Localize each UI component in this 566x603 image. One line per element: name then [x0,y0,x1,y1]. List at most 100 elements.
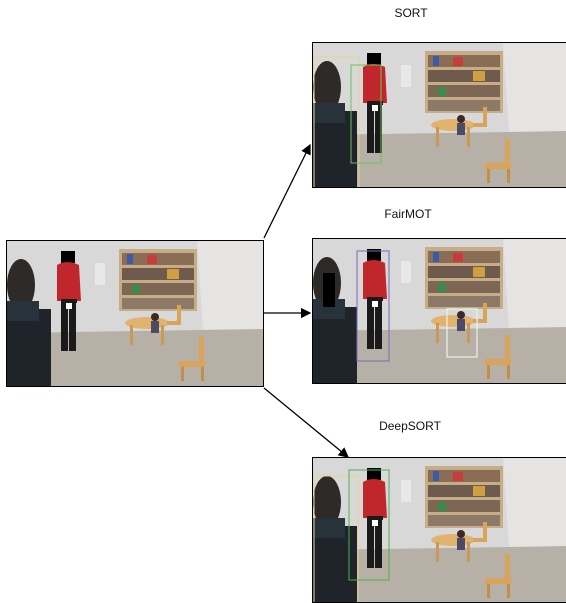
fairmot-redaction [323,273,335,307]
scene-shape [505,335,510,365]
scene-shape [453,472,463,481]
scene-shape [401,261,411,283]
scene-shape [61,251,75,263]
scene-shape [487,169,490,183]
sort-box-woman [350,64,382,164]
scene-shape [95,263,105,285]
scene-shape [313,518,345,538]
scene-shape [487,584,490,598]
scene-shape [433,471,439,481]
scene-shape [428,470,500,482]
scene-shape [483,303,487,323]
scene-shape [363,260,387,299]
scene-shape [467,127,470,147]
scene-shape [485,359,511,365]
scene-shape [179,361,205,367]
scene-shape [485,163,511,169]
scene-shape [151,313,159,321]
scene-shape [167,269,179,279]
scene-shape [507,169,510,183]
fairmot-box-woman [356,250,390,362]
scene-shape [457,123,465,135]
scene-shape [151,321,159,333]
scene-shape [313,103,345,123]
scene-shape [483,107,487,127]
scene-shape [453,253,463,262]
scene-shape [487,365,490,379]
scene-shape [367,299,374,349]
deepsort-output-frame [312,457,566,603]
scene-shape [313,299,345,319]
scene-shape [433,56,439,66]
scene-shape [505,139,510,169]
scene-shape [313,61,341,113]
scene-shape [177,305,181,325]
deepsort-box-woman [348,469,390,581]
scene-shape [363,479,387,518]
arrow-to-sort [263,143,311,239]
scene-shape [199,337,204,367]
scene-shape [313,526,357,602]
scene-shape [7,309,51,386]
scene-shape [66,303,72,309]
scene-shape [7,259,35,311]
scene-shape [457,319,465,331]
scene-shape [438,502,446,511]
scene-shape [181,367,184,381]
scene-shape [473,71,485,81]
scene-shape [473,486,485,496]
label-sort: SORT [394,6,428,20]
sort-boxes [313,56,382,187]
fairmot-scene [313,239,566,383]
room-scene-illustration [313,239,566,383]
scene-shape [428,100,500,111]
deepsort-boxes [313,469,390,602]
room-scene-illustration [313,458,566,602]
fairmot-boxes [323,250,478,362]
scene-shape [467,323,470,343]
scene-shape [473,538,485,542]
scene-shape [457,115,465,123]
sort-box-man [313,56,360,187]
scene-shape [436,323,439,343]
scene-shape [401,65,411,87]
deepsort-box-man [313,475,359,602]
input-frame [6,240,264,387]
sort-output-frame [312,42,566,188]
scene-shape [457,311,465,319]
scene-shape [473,319,485,323]
scene-shape [132,285,140,294]
scene-shape [372,301,378,307]
scene-shape [122,298,194,309]
scene-shape [372,520,378,526]
scene-shape [372,105,378,111]
scene-shape [313,476,341,528]
scene-shape [428,251,500,263]
fairmot-output-frame [312,238,566,384]
scene-shape [438,283,446,292]
scene-shape [201,367,204,381]
scene-shape [367,249,381,261]
scene-shape [433,252,439,262]
scene-shape [453,57,463,66]
scene-shape [57,262,81,301]
scene-shape [436,127,439,147]
scene-shape [375,518,382,568]
room-scene-illustration [7,241,263,386]
scene-shape [457,530,465,538]
scene-shape [367,53,381,65]
scene-shape [473,123,485,127]
scene-shape [428,55,500,67]
scene-shape [483,522,487,542]
scene-shape [130,325,133,345]
scene-shape [457,538,465,550]
input-scene [7,241,263,386]
scene-shape [367,103,374,153]
scene-shape [485,578,511,584]
fairmot-box-child [446,308,478,358]
scene-shape [122,268,194,280]
scene-shape [69,301,76,351]
scene-shape [127,254,133,264]
scene-shape [122,253,194,265]
